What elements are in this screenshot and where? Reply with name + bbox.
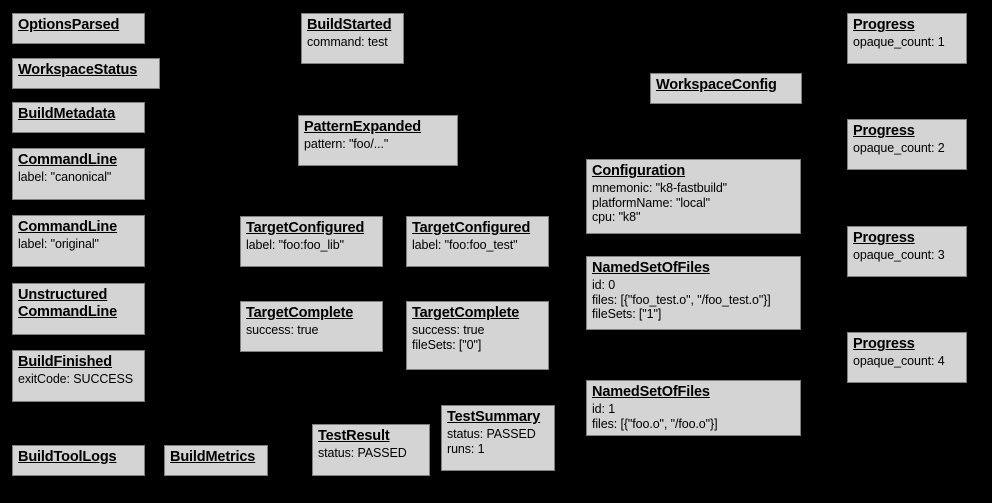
node-unstructured-command-line[interactable]: Unstructured CommandLine <box>12 283 145 335</box>
node-fields: mnemonic: "k8-fastbuild"platformName: "l… <box>592 181 795 225</box>
node-fields: opaque_count: 2 <box>853 141 961 156</box>
node-field: fileSets: ["1"] <box>592 307 662 322</box>
node-title: NamedSetOfFiles <box>592 384 710 400</box>
node-field: files: [{"foo.o", "/foo.o"}] <box>592 416 718 431</box>
node-build-metrics[interactable]: BuildMetrics <box>164 445 268 476</box>
node-field: opaque_count: 3 <box>853 247 945 262</box>
node-field: label: "canonical" <box>18 169 112 184</box>
node-field: mnemonic: "k8-fastbuild" <box>592 180 728 195</box>
node-title: NamedSetOfFiles <box>592 260 710 276</box>
node-workspace-status[interactable]: WorkspaceStatus <box>12 58 160 89</box>
node-field: command: test <box>307 34 388 49</box>
node-field: runs: 1 <box>447 441 485 456</box>
node-workspace-config[interactable]: WorkspaceConfig <box>650 73 802 104</box>
node-title: Configuration <box>592 163 686 179</box>
node-field: fileSets: ["0"] <box>412 337 482 352</box>
node-title: WorkspaceStatus <box>18 62 138 78</box>
node-field: files: [{"foo_test.o", "/foo_test.o"}] <box>592 292 771 307</box>
node-title: WorkspaceConfig <box>656 77 777 93</box>
node-title: TargetComplete <box>246 305 354 321</box>
node-fields: pattern: "foo/..." <box>304 137 452 152</box>
node-title: BuildStarted <box>307 17 392 33</box>
node-title: TargetConfigured <box>412 220 531 236</box>
node-fields: label: "original" <box>18 237 139 252</box>
node-field: platformName: "local" <box>592 195 710 210</box>
node-title: BuildFinished <box>18 354 112 370</box>
node-title: Progress <box>853 17 915 33</box>
node-field: success: true <box>412 322 485 337</box>
node-field: pattern: "foo/..." <box>304 136 389 151</box>
node-field: id: 1 <box>592 401 616 416</box>
node-fields: opaque_count: 1 <box>853 35 961 50</box>
node-title: OptionsParsed <box>18 17 120 33</box>
node-field: cpu: "k8" <box>592 210 641 225</box>
node-field: label: "foo:foo_lib" <box>246 237 344 252</box>
node-title: BuildMetrics <box>170 449 256 465</box>
node-field: status: PASSED <box>447 426 536 441</box>
node-title: Progress <box>853 230 915 246</box>
node-build-metadata[interactable]: BuildMetadata <box>12 102 145 133</box>
node-fields: exitCode: SUCCESS <box>18 372 139 387</box>
node-title: PatternExpanded <box>304 119 421 135</box>
node-title: Progress <box>853 336 915 352</box>
node-field: exitCode: SUCCESS <box>18 371 134 386</box>
node-field: opaque_count: 4 <box>853 353 945 368</box>
node-fields: opaque_count: 4 <box>853 354 961 369</box>
node-title: TargetConfigured <box>246 220 365 236</box>
node-fields: label: "foo:foo_test" <box>412 238 543 253</box>
node-field: status: PASSED <box>318 445 407 460</box>
node-title: TestResult <box>318 428 390 444</box>
node-field: opaque_count: 1 <box>853 34 945 49</box>
node-fields: success: true <box>246 323 377 338</box>
node-title: TestSummary <box>447 409 541 425</box>
node-field: label: "foo:foo_test" <box>412 237 518 252</box>
node-field: label: "original" <box>18 236 99 251</box>
node-title: TargetComplete <box>412 305 520 321</box>
node-field: opaque_count: 2 <box>853 140 945 155</box>
node-field: id: 0 <box>592 277 616 292</box>
node-title: BuildToolLogs <box>18 449 117 465</box>
node-title: CommandLine <box>18 152 118 168</box>
node-fields: label: "foo:foo_lib" <box>246 238 377 253</box>
node-fields: command: test <box>307 35 398 50</box>
node-field: success: true <box>246 322 319 337</box>
node-build-tool-logs[interactable]: BuildToolLogs <box>12 445 145 476</box>
node-title: CommandLine <box>18 219 118 235</box>
node-fields: opaque_count: 3 <box>853 248 961 263</box>
node-fields: label: "canonical" <box>18 170 139 185</box>
node-title: BuildMetadata <box>18 106 116 122</box>
node-title: Unstructured CommandLine <box>18 287 118 320</box>
node-fields: status: PASSED <box>318 446 424 461</box>
node-title: Progress <box>853 123 915 139</box>
node-options-parsed[interactable]: OptionsParsed <box>12 13 145 44</box>
